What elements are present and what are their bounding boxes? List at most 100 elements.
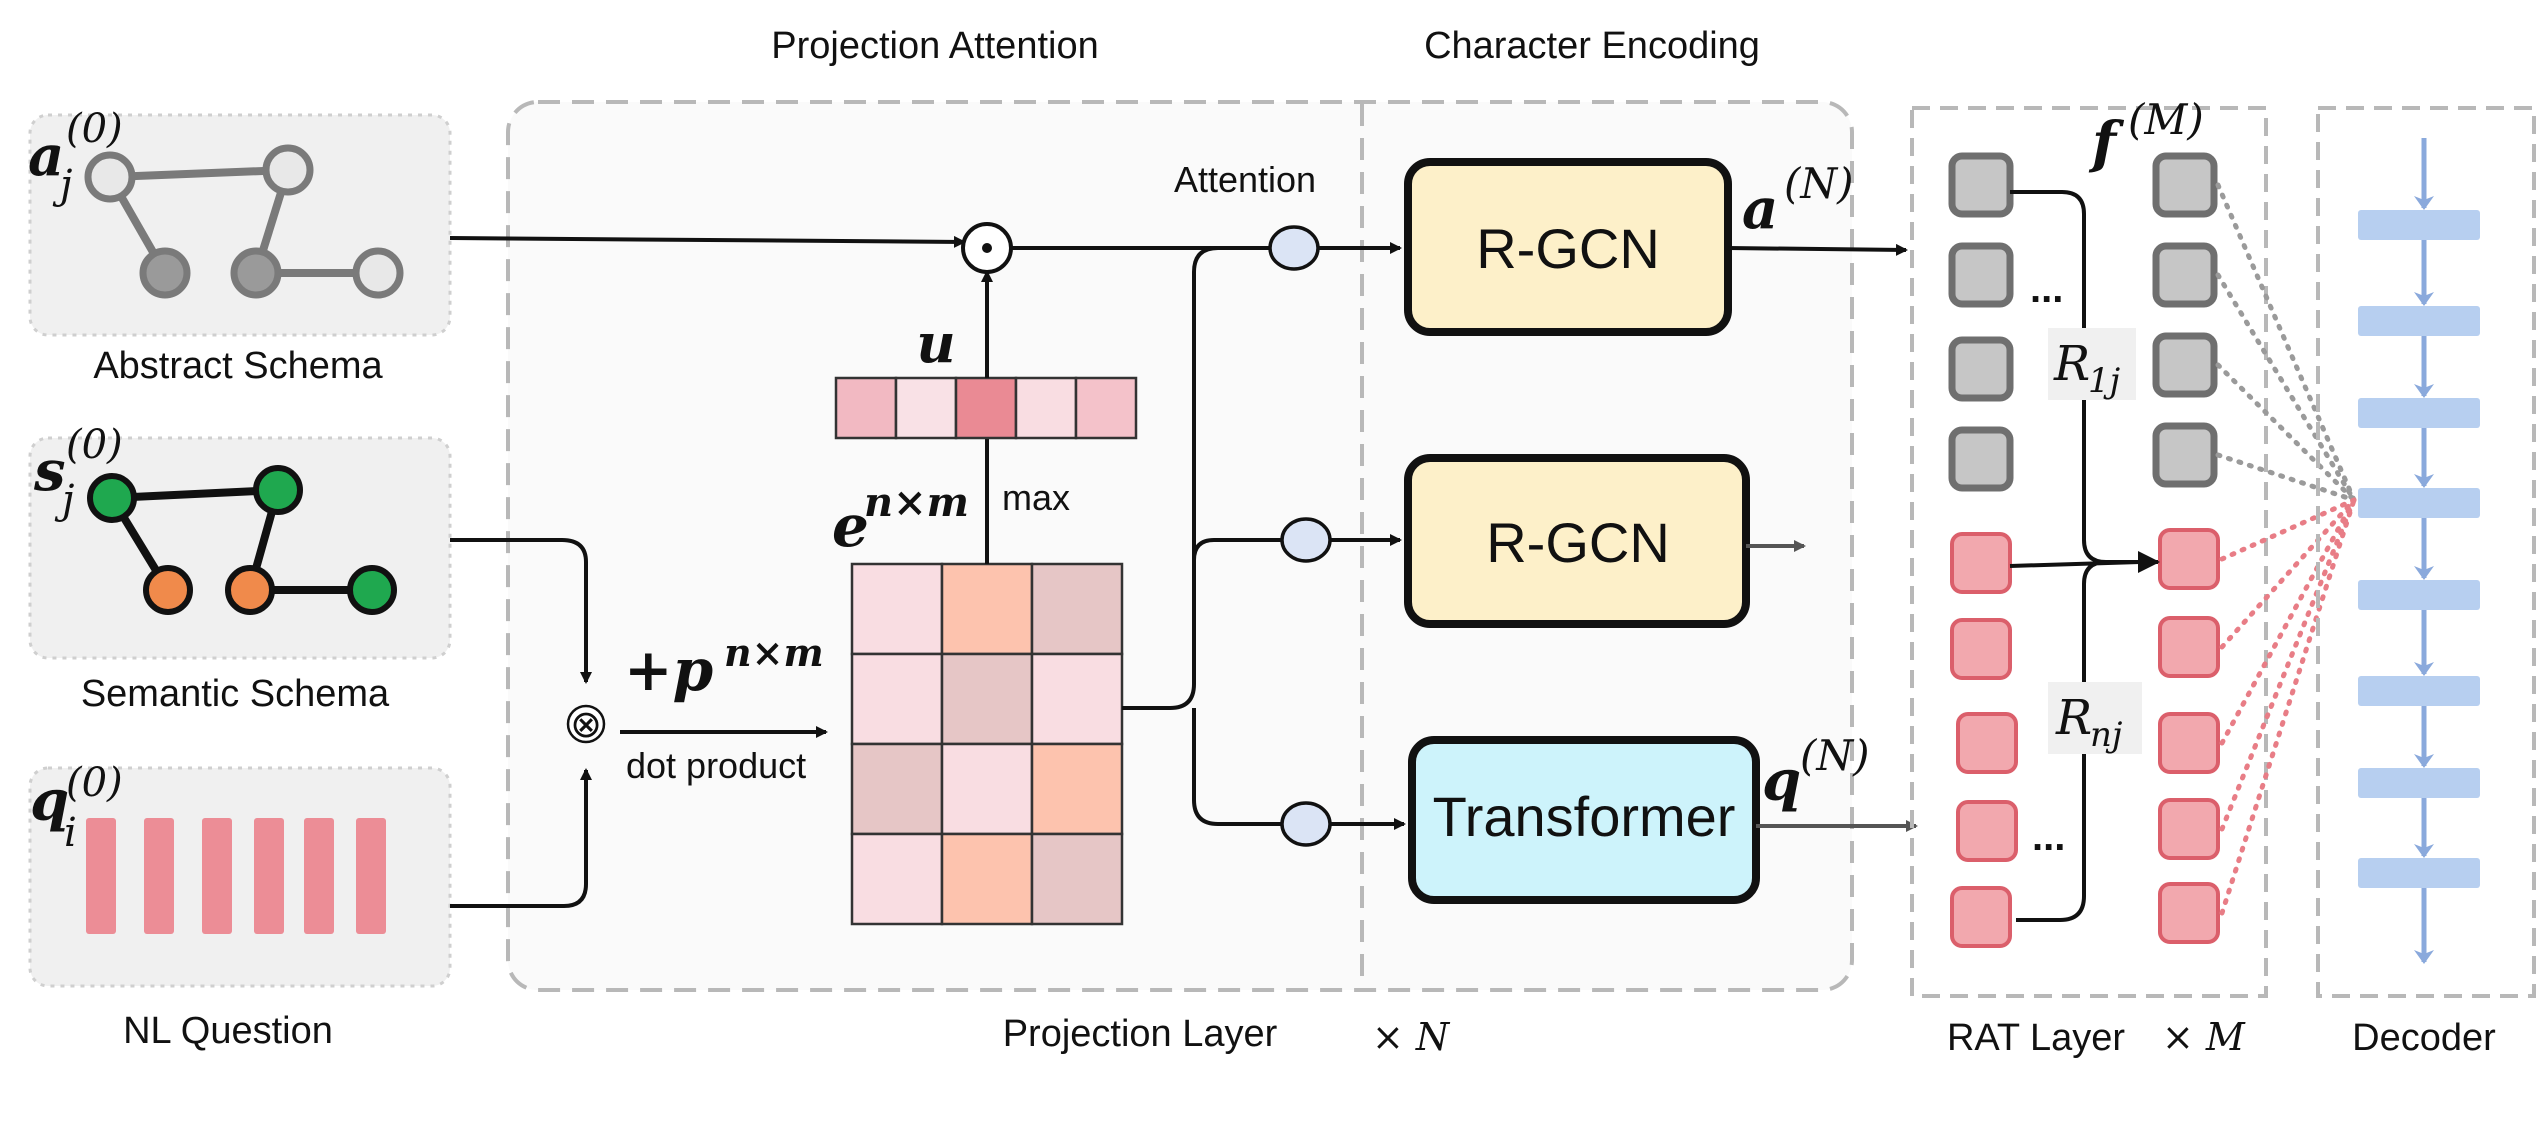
graph-node [139,247,191,299]
projection-layer-label: Projection Layer [1003,1013,1278,1055]
decoder-container [2316,106,2536,998]
semantic-schema-label: Semantic Schema [81,673,390,715]
decoder-step [2358,580,2480,610]
q-out-symbol: q [1762,748,1801,814]
rat-node [1948,242,2014,308]
rat-node [1956,800,2018,862]
times-m-label: × M [2162,1015,2246,1059]
rat-layer-container [1910,106,2268,998]
decoder-step [2358,306,2480,336]
f-symbol: f [2088,110,2125,176]
token-bar [254,818,284,934]
rat-node [2152,152,2218,218]
question-sub: i [64,810,77,856]
outer-product-symbol: ⊗ [570,704,602,746]
rat-node [2152,332,2218,398]
r1j-label-bg [2048,328,2136,400]
rat-node [2158,798,2220,860]
decoder-step [2358,768,2480,798]
graph-node [347,565,397,615]
projection-attention-header: Projection Attention [771,25,1098,67]
f-sup: (M) [2128,95,2204,144]
dot-product-label: dot product [626,745,806,786]
attention-circle-mid [1280,517,1332,563]
graph-node [143,565,193,615]
transformer-label: Transformer [1433,785,1736,848]
token-bar [202,818,232,934]
rat-node [1950,886,2012,948]
rat-node [1956,712,2018,774]
rat-node [2158,882,2220,944]
e-matrix [850,562,1124,926]
outer-product-node [566,704,606,744]
question-token-bars [86,818,386,934]
u-vector [834,376,1138,440]
graph-node [230,247,282,299]
decoder-stack [2358,138,2480,964]
token-bar [86,818,116,934]
question-sup: (0) [66,760,123,806]
decoder-label: Decoder [2352,1017,2496,1059]
graph-node [253,465,303,515]
transformer-box [1408,736,1760,904]
decoder-step [2358,210,2480,240]
token-bar [304,818,334,934]
rat-left-gray-nodes [1948,152,2014,492]
p-symbol: +p [624,636,713,704]
u-label: u [916,311,955,375]
r1j-sub: 1j [2088,361,2121,401]
semantic-schema-graph [87,465,397,615]
graph-node [87,473,137,523]
abstract-schema-panel [28,113,452,337]
rgcn-top-label: R-GCN [1476,217,1660,280]
a-out-sup: (N) [1784,159,1854,208]
rat-ellipsis-bottom: ... [2032,815,2065,859]
matrix-branch-lines [1122,246,1284,826]
arrow-question-to-otimes [450,768,592,908]
semantic-sup: (0) [66,422,123,468]
abstract-sup: (0) [66,106,123,152]
semantic-symbol: s [33,438,66,504]
attention-circle-top [1268,225,1320,271]
nl-question-label: NL Question [123,1010,333,1052]
rat-node [1950,618,2012,680]
decoder-step [2358,488,2480,518]
rat-node [1948,426,2014,492]
rat-node [2158,616,2220,678]
graph-node [352,247,404,299]
p-sup: n×m [724,630,824,675]
rat-node [2158,528,2220,590]
token-bar [144,818,174,934]
rat-right-gray-nodes [2152,152,2218,488]
times-n-label: × N [1372,1015,1451,1059]
arrow-abstract-to-odot [449,235,966,248]
e-symbol: e [832,492,869,560]
rnj-sub: nj [2090,715,2123,755]
decoder-step [2358,398,2480,428]
q-out-sup: (N) [1800,731,1870,780]
attention-circle-bottom [1280,801,1332,847]
abstract-symbol: a [28,123,64,189]
e-sup: n×m [864,479,969,526]
rnj-main: R [2055,690,2092,746]
rgcn-top-box [1404,158,1732,336]
rgcn-mid-box [1404,454,1750,628]
r1j-main: R [2053,336,2090,392]
abstract-schema-graph [84,144,404,299]
arrow-semantic-to-otimes [450,538,592,684]
rnj-label-bg [2048,682,2142,754]
arrow-a-out [1727,243,1908,256]
character-encoding-header: Character Encoding [1424,25,1760,67]
graph-node [225,565,275,615]
graph-node [262,144,314,196]
graph-node [84,151,136,203]
rat-node [2158,712,2220,774]
rat-ellipsis-top: ... [2030,267,2063,311]
rat-node [2152,242,2218,308]
rgcn-mid-label: R-GCN [1486,511,1670,574]
rat-to-decoder-dotted-lines [2215,182,2357,916]
token-bar [356,818,386,934]
rat-node [2152,422,2218,488]
rat-left-pink-nodes [1950,532,2018,948]
nl-question-panel [28,766,452,988]
